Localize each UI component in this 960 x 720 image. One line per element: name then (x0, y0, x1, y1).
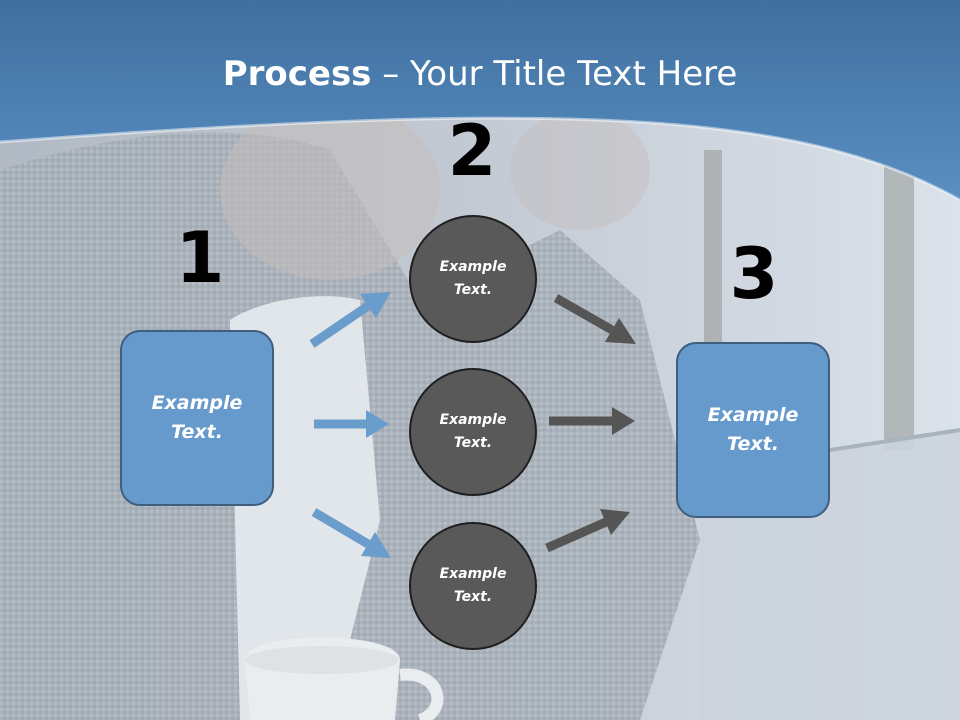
right-box-line-1: Example (707, 404, 799, 426)
slide-title: Process – Your Title Text Here (0, 52, 960, 96)
arrow-bottom-to-right (545, 509, 630, 553)
step-number-2: 2 (447, 110, 497, 192)
left-process-box[interactable]: Example Text. (120, 330, 274, 506)
circle-top-line-1: Example (439, 259, 507, 275)
right-box-line-2: Text. (727, 433, 779, 455)
left-box-line-2: Text. (171, 421, 223, 443)
arrow-left-to-bottom (311, 508, 391, 558)
left-box-line-1: Example (151, 392, 243, 414)
process-circle-middle[interactable]: Example Text. (409, 368, 537, 496)
arrow-left-to-top (309, 292, 391, 348)
title-bold: Process (222, 54, 372, 94)
right-process-box[interactable]: Example Text. (676, 342, 830, 518)
circle-middle-line-1: Example (439, 412, 507, 428)
circle-top-line-2: Text. (453, 282, 493, 298)
process-circle-bottom[interactable]: Example Text. (409, 522, 537, 650)
arrow-left-to-middle (314, 410, 389, 438)
step-number-1: 1 (175, 217, 225, 299)
circle-middle-line-2: Text. (453, 435, 493, 451)
title-rest: – Your Title Text Here (371, 54, 738, 94)
process-circle-top[interactable]: Example Text. (409, 215, 537, 343)
circle-bottom-line-1: Example (439, 566, 507, 582)
step-number-3: 3 (729, 233, 779, 315)
circle-bottom-line-2: Text. (453, 589, 493, 605)
arrow-top-to-right (553, 294, 636, 344)
arrow-middle-to-right (549, 407, 635, 435)
